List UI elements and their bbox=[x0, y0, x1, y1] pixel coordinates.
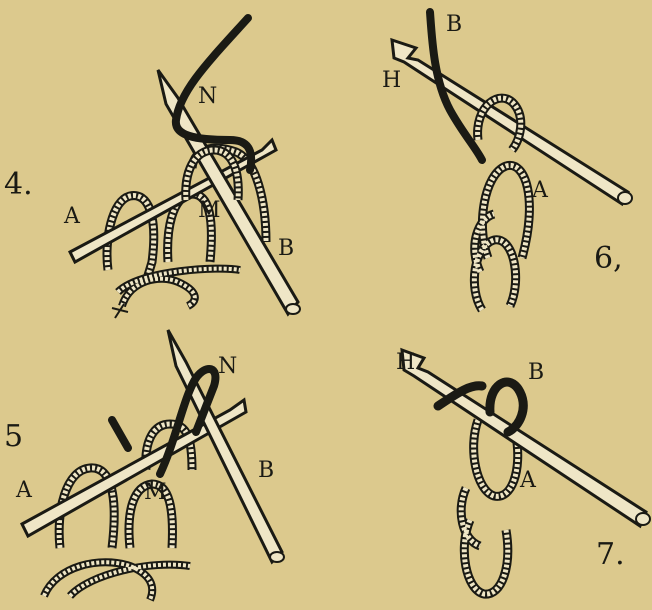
yarn-bottom-loops bbox=[118, 269, 240, 306]
label-a: A bbox=[16, 480, 32, 502]
label-b: B bbox=[528, 362, 544, 384]
needle-a bbox=[70, 140, 276, 262]
label-b: B bbox=[258, 460, 274, 482]
label-h: H bbox=[396, 352, 415, 374]
label-m: M bbox=[144, 482, 167, 504]
crochet-hook bbox=[392, 40, 628, 204]
figure-number-4: 4. bbox=[4, 170, 33, 200]
label-a: A bbox=[532, 180, 548, 202]
label-n: N bbox=[198, 86, 217, 108]
label-a: A bbox=[520, 470, 536, 492]
label-h: H bbox=[382, 70, 401, 92]
label-a: A bbox=[64, 206, 80, 228]
figure-4 bbox=[70, 18, 300, 318]
label-b: B bbox=[278, 238, 294, 260]
label-n: N bbox=[218, 356, 237, 378]
label-m: M bbox=[198, 200, 221, 222]
figure-5 bbox=[22, 330, 284, 600]
figure-number-5: 5 bbox=[4, 422, 23, 452]
crochet-chain bbox=[461, 420, 518, 594]
label-b: B bbox=[446, 14, 462, 36]
figure-number-6: 6, bbox=[594, 244, 623, 274]
crochet-hook bbox=[402, 350, 646, 526]
figure-number-7: 7. bbox=[596, 540, 625, 570]
